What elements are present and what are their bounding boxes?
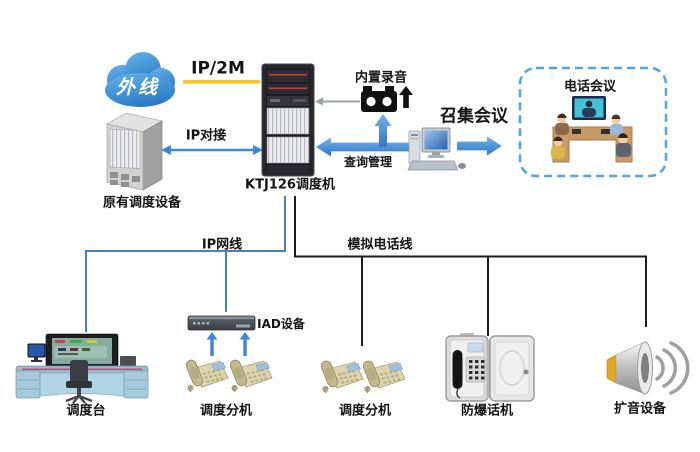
- iad-label: IAD设备: [257, 317, 305, 331]
- extension1-label: 调度分机: [199, 403, 253, 419]
- analog-bus-label: 模拟电话线: [347, 237, 413, 253]
- recording-link-line: [315, 97, 360, 106]
- exproof-phone-label: 防爆话机: [460, 403, 514, 419]
- wan-link-line: [183, 80, 260, 84]
- recording-up-arrow: [374, 114, 392, 147]
- exproof-phone-icon: [445, 333, 535, 402]
- legacy-device-label: 原有调度设备: [102, 195, 182, 211]
- iad-device-icon: [187, 315, 256, 331]
- convene-arrow: [457, 136, 502, 156]
- convene-label: 召集会议: [440, 106, 508, 127]
- amplifier-speaker-icon: [606, 341, 690, 395]
- ip-bus-label: IP网线: [201, 237, 243, 253]
- extension1-phones-icon: [184, 357, 273, 393]
- conference-people: [551, 113, 631, 159]
- legacy-link-arrow: [161, 145, 263, 155]
- dispatch-console-icon: [15, 333, 149, 404]
- wan-link-label: IP/2M: [191, 58, 245, 79]
- legacy-device-icon: [105, 112, 164, 191]
- recording-cassette-icon: [361, 86, 397, 112]
- cloud-label: 外线: [115, 76, 161, 99]
- cloud-icon: [105, 52, 175, 107]
- conference-group-box: [518, 66, 668, 178]
- legacy-link-label: IP对接: [185, 128, 227, 144]
- query-mgmt-label: 查询管理: [343, 155, 393, 169]
- query-arrow: [316, 137, 410, 157]
- recording-label: 内置录音: [354, 70, 408, 86]
- eject-up-arrow-icon: [399, 86, 413, 108]
- dispatcher-rack-icon: [261, 63, 315, 177]
- conference-label: 电话会议: [563, 79, 617, 95]
- conference-illustration: [551, 96, 633, 163]
- iad-uplink-arrows: [206, 332, 251, 356]
- analog-bus-lines: [294, 196, 647, 346]
- dispatcher-label: KTJ126调度机: [245, 177, 335, 193]
- ip-bus-lines: [85, 196, 286, 332]
- management-computer-icon: [407, 127, 466, 171]
- amplifier-label: 扩音设备: [613, 401, 667, 417]
- console-label: 调度台: [66, 403, 106, 419]
- sound-waves-icon: [655, 341, 690, 395]
- office-chair-icon: [65, 360, 93, 404]
- extension2-label: 调度分机: [338, 403, 392, 419]
- extension2-phones-icon: [319, 358, 406, 394]
